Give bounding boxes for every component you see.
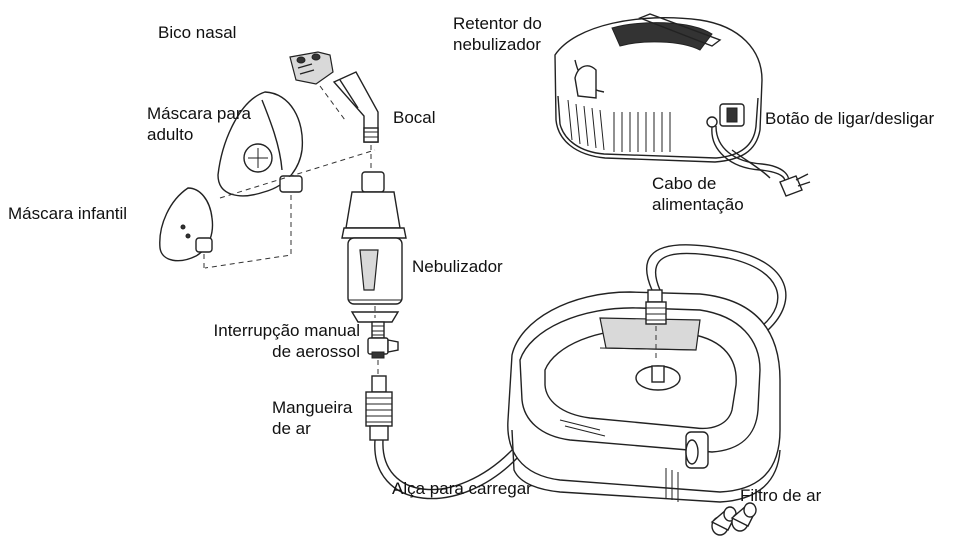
label-carry-handle-text: Alça para carregar xyxy=(392,479,532,498)
label-power-switch-text: Botão de ligar/desligar xyxy=(765,109,935,128)
label-power-cord-line2: alimentação xyxy=(652,195,744,214)
hose-loop-inner xyxy=(654,252,779,327)
nebulizer-cup-illustration xyxy=(341,171,407,323)
label-air-hose-line2: de ar xyxy=(272,419,311,438)
label-adult-mask-line1: Máscara para xyxy=(147,104,251,123)
mouthpiece-illustration xyxy=(332,71,379,143)
label-nebulizer-holder: Retentor do nebulizador xyxy=(453,13,542,55)
label-power-switch: Botão de ligar/desligar xyxy=(765,108,934,129)
hose-loop xyxy=(645,244,787,331)
air-filters-illustration xyxy=(710,502,757,536)
label-air-filter-text: Filtro de ar xyxy=(740,486,822,505)
label-adult-mask-line2: adulto xyxy=(147,125,194,144)
label-aerosol-interrupter-line2: de aerossol xyxy=(272,342,360,361)
label-child-mask: Máscara infantil xyxy=(8,203,127,224)
label-adult-mask: Máscara para adulto xyxy=(147,103,251,145)
nasal-guide-line xyxy=(319,85,346,121)
label-child-mask-text: Máscara infantil xyxy=(8,204,128,223)
label-power-cord-line1: Cabo de xyxy=(652,174,717,193)
compressor-top-illustration xyxy=(554,13,811,197)
label-nebulizer: Nebulizador xyxy=(412,256,503,277)
label-mouthpiece: Bocal xyxy=(393,107,436,128)
child-mask-illustration xyxy=(159,187,214,262)
label-nasal-tip-text: Bico nasal xyxy=(158,23,237,42)
label-carry-handle: Alça para carregar xyxy=(392,478,532,499)
label-nebulizer-holder-line2: nebulizador xyxy=(453,35,541,54)
label-mouthpiece-text: Bocal xyxy=(393,108,436,127)
nasal-tip-illustration xyxy=(289,51,334,85)
label-power-cord: Cabo de alimentação xyxy=(652,173,744,215)
label-nebulizer-holder-line1: Retentor do xyxy=(453,14,542,33)
label-air-hose: Mangueira de ar xyxy=(272,397,352,439)
mask-to-nebulizer-guide xyxy=(219,149,376,199)
label-aerosol-interrupter-line1: Interrupção manual xyxy=(213,321,360,340)
label-nebulizer-text: Nebulizador xyxy=(412,257,503,276)
aerosol-interrupter-illustration xyxy=(367,321,399,359)
label-air-hose-line1: Mangueira xyxy=(272,398,353,417)
label-nasal-tip: Bico nasal xyxy=(158,22,236,43)
label-air-filter: Filtro de ar xyxy=(740,485,821,506)
compressor-illustration xyxy=(507,289,781,503)
adult-mask-illustration xyxy=(217,91,304,197)
label-aerosol-interrupter: Interrupção manual de aerossol xyxy=(172,320,360,362)
adult-mask-guide-line xyxy=(204,195,292,269)
